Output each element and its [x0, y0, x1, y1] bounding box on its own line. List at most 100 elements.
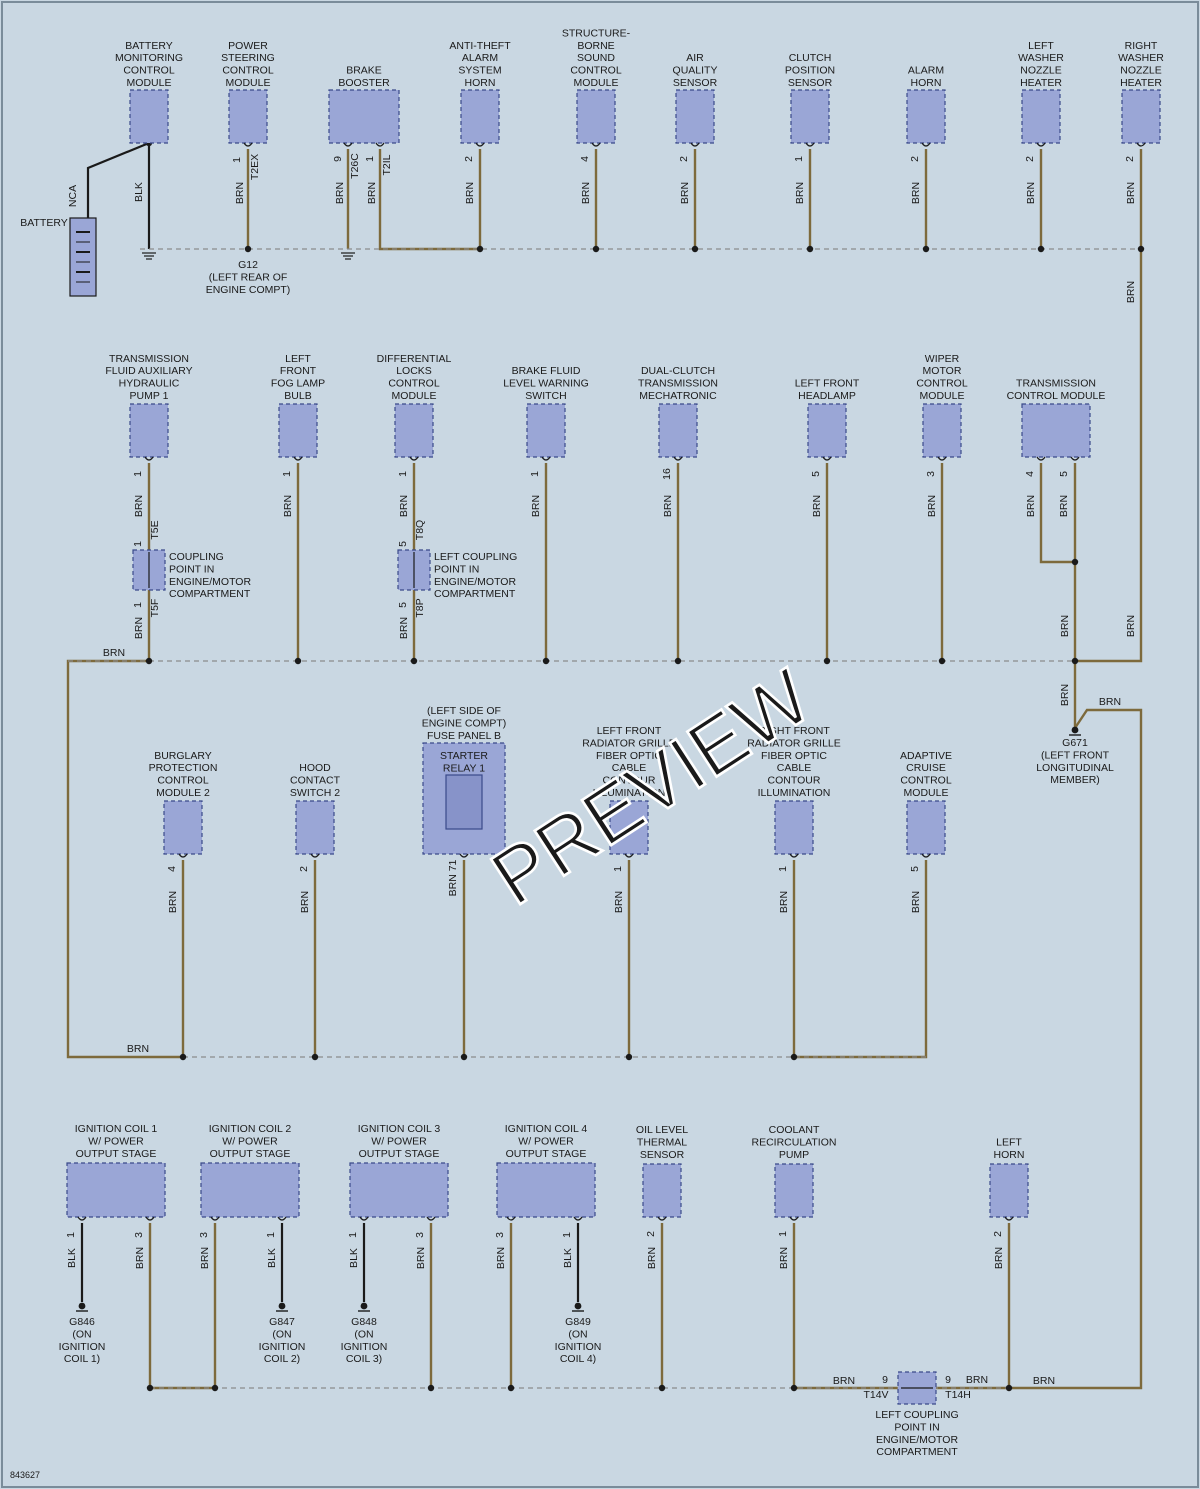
ignition-coil-label: IGNITION COIL 3: [358, 1123, 441, 1135]
row1-component: [129, 89, 169, 144]
connector-id: T5E: [149, 520, 161, 539]
components: [66, 89, 1161, 1405]
row4-component-label: SENSOR: [640, 1149, 685, 1161]
row2-component-label: HYDRAULIC: [119, 378, 180, 390]
left-loop-wire: [66, 659, 183, 1059]
coupling-label: ENGINE/MOTOR: [434, 576, 516, 588]
coupling-label: POINT IN: [434, 563, 479, 575]
row2-component: [1021, 403, 1091, 458]
coupling-label: COMPARTMENT: [434, 588, 516, 600]
ignition-coil-label: W/ POWER: [371, 1136, 427, 1148]
coupling-label: LEFT COUPLING: [875, 1409, 958, 1421]
g12-label: ENGINE COMPT): [206, 284, 291, 296]
row1-component-label: CONTROL: [570, 65, 621, 77]
wire-label: BRN: [662, 495, 674, 517]
row3-component: [609, 800, 649, 855]
row1-component: [1021, 89, 1061, 144]
connector-pin: [541, 456, 551, 461]
wire-label: BRN: [134, 1247, 146, 1269]
connector-id: T26C: [349, 153, 361, 179]
row3-component-label: RADIATOR GRILLE: [582, 737, 676, 749]
row1-component-label: MODULE: [574, 77, 619, 89]
row3-splice: [179, 1053, 187, 1061]
wire-label: BRN: [167, 891, 179, 913]
connector-pin: [293, 456, 303, 461]
row2-component-label: MODULE: [392, 390, 437, 402]
coil-ground-label: (ON: [72, 1328, 91, 1340]
row4-splice: [427, 1384, 435, 1392]
wire-label: BLK: [133, 182, 145, 202]
row3-component-label: CONTOUR: [603, 775, 656, 787]
coupling-label: COUPLING: [169, 551, 224, 563]
row1-component: [328, 89, 400, 144]
ignition-coil-label: W/ POWER: [518, 1136, 574, 1148]
pin-number: 1: [397, 471, 409, 477]
connector-pin: [310, 853, 320, 858]
wire-label: BRN: [1059, 684, 1071, 706]
row2-component: [394, 403, 434, 458]
row3-component-label: SWITCH 2: [290, 787, 340, 799]
wire-label: BRN: [1058, 495, 1070, 517]
row1-component-label: BOOSTER: [338, 77, 390, 89]
row1-component-label: QUALITY: [673, 65, 718, 77]
connector-pin: [77, 1216, 87, 1221]
pin-number: 1: [364, 156, 376, 162]
row3-component-label: MODULE 2: [156, 787, 210, 799]
ground-buses: [68, 139, 1145, 1392]
row3-component-label: CABLE: [777, 762, 811, 774]
row3-splice: [460, 1053, 468, 1061]
labels: BATTERYMONITORINGCONTROLMODULEPOWERSTEER…: [20, 27, 1164, 1458]
coil-ground-label: IGNITION: [59, 1341, 106, 1353]
coil-ground-eyelet: [78, 1302, 86, 1310]
ignition-coil-label: IGNITION COIL 4: [505, 1123, 588, 1135]
pin-number: 16: [661, 468, 673, 480]
pin-number: 5: [1058, 471, 1070, 477]
row3-splice: [790, 1053, 798, 1061]
wire-label: BRN: [1125, 182, 1137, 204]
ignition-coil: [66, 1162, 166, 1218]
row2-splice: [674, 657, 682, 665]
row2-component-label: LEFT: [285, 353, 311, 365]
coil-ground-label: (ON: [354, 1328, 373, 1340]
row4-splice: [211, 1384, 219, 1392]
row1-component-label: BORNE: [577, 40, 614, 52]
row2-component-label: CONTROL: [388, 378, 439, 390]
row2-component: [922, 403, 962, 458]
row4-component-label: RECIRCULATION: [752, 1137, 837, 1149]
row4-component-label: LEFT: [996, 1137, 1022, 1149]
row2-component-label: BULB: [284, 390, 311, 402]
row3-component-label: CONTOUR: [768, 775, 821, 787]
row4-splice: [790, 1384, 798, 1392]
pin-number: 3: [133, 1232, 145, 1238]
wire-label: BRN: [833, 1375, 855, 1387]
connector-pin: [343, 142, 353, 147]
wire-label: BLK: [348, 1248, 360, 1268]
connector-pin: [375, 142, 385, 147]
connector-pin: [789, 853, 799, 858]
row1-component: [790, 89, 830, 144]
pin-number: 1: [793, 156, 805, 162]
row3-component-label: LEFT FRONT: [597, 725, 662, 737]
row1-component-label: SOUND: [577, 52, 615, 64]
fuse-panel-b: [422, 742, 506, 855]
row1-component-label: CONTROL: [123, 65, 174, 77]
coil-ground-label: G847: [269, 1316, 295, 1328]
coil-ground-label: IGNITION: [341, 1341, 388, 1353]
coil-ground-label: IGNITION: [555, 1341, 602, 1353]
battery-positive-wire: [86, 141, 150, 218]
connector-pin: [822, 456, 832, 461]
g671-label: MEMBER): [1050, 774, 1100, 786]
wire-label: BRN: [778, 891, 790, 913]
wire-label: BRN: [464, 182, 476, 204]
pin-number: 2: [909, 156, 921, 162]
wire-label: BLK: [266, 1248, 278, 1268]
wire-label: BRN: [794, 182, 806, 204]
fuse-panel-label: ENGINE COMPT): [422, 717, 507, 729]
pin-number: 5: [397, 602, 409, 608]
row3-component: [906, 800, 946, 855]
row1-splice: [476, 245, 484, 253]
row1-component-label: SENSOR: [788, 77, 833, 89]
connector-pin: [624, 853, 634, 858]
row4-component-label: THERMAL: [637, 1137, 687, 1149]
row2-component: [278, 403, 318, 458]
